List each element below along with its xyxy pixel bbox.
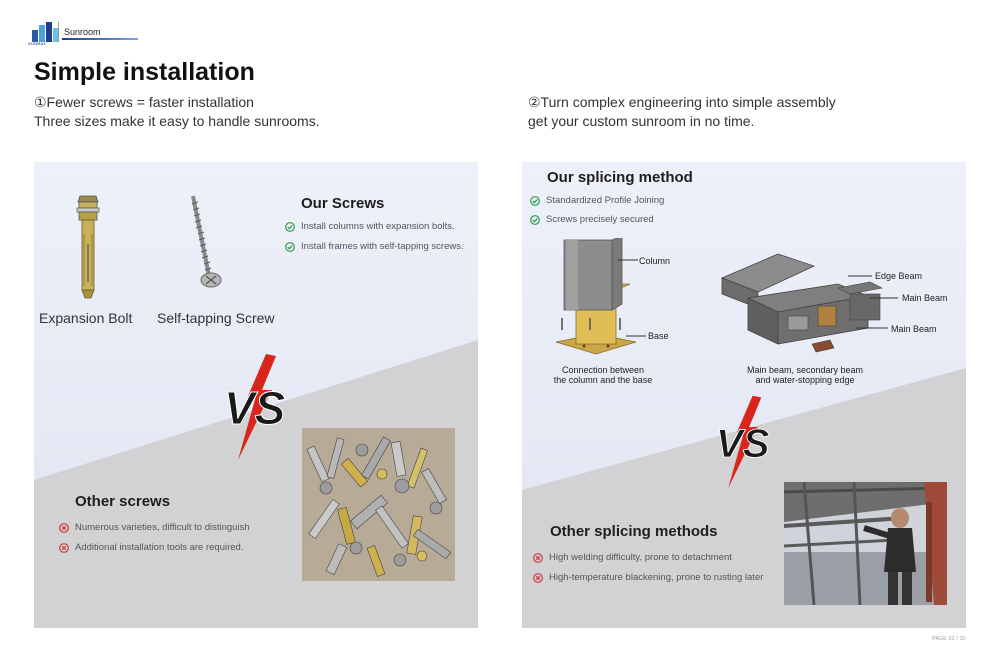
base-label: Base [648,331,669,341]
welding-photo [784,482,947,605]
sunray-logo [32,22,58,42]
intro-right-line-1: ②Turn complex engineering into simple as… [528,94,836,110]
other-splicing-heading: Other splicing methods [550,523,718,540]
intro-left-line-2: Three sizes make it easy to handle sunro… [34,113,320,129]
our-splicing-point-text: Screws precisely secured [546,214,654,225]
vs-emblem: VS [224,354,286,460]
logo-text: SUNRAY [28,41,47,46]
our-splicing-point: Standardized Profile Joining [530,195,664,206]
cross-icon [533,572,543,583]
our-splicing-point: Screws precisely secured [530,214,654,225]
caption-line: and water-stopping edge [755,375,855,385]
other-splicing-point-text: High welding difficulty, prone to detach… [549,552,732,563]
our-screws-point-text: Install columns with expansion bolts. [301,221,455,232]
our-screws-point-text: Install frames with self-tapping screws. [301,241,464,252]
self-tapping-screw-caption: Self-tapping Screw [157,310,275,326]
beam-assembly-caption: Main beam, secondary beam and water-stop… [730,365,880,385]
check-icon [530,195,540,206]
vs-text: VS [224,382,286,434]
check-icon [530,214,540,225]
other-splicing-point-text: High-temperature blackening, prone to ru… [549,572,764,583]
intro-right-line-2: get your custom sunroom in no time. [528,113,755,129]
other-screws-point: Additional installation tools are requir… [59,542,243,553]
vs-emblem: VS [716,395,770,489]
other-splicing-point: High-temperature blackening, prone to ru… [533,572,763,583]
cross-icon [533,552,543,563]
intro-right: ②Turn complex engineering into simple as… [528,93,836,131]
our-screws-point: Install frames with self-tapping screws. [285,241,464,252]
page-number: PAGE 31 / 32 [932,636,966,642]
splicing-comparison-panel: Our splicing method Standardized Profile… [522,162,966,628]
other-splicing-point: High welding difficulty, prone to detach… [533,552,732,563]
self-tapping-screw-image [191,195,222,288]
our-screws-point: Install columns with expansion bolts. [285,221,455,232]
other-screws-heading: Other screws [75,493,171,510]
main-beam-label: Main Beam [902,293,948,303]
caption-line: Connection between [561,365,645,375]
our-splicing-point-text: Standardized Profile Joining [546,195,665,206]
other-screws-point-text: Numerous varieties, difficult to disting… [75,522,250,533]
our-splicing-heading: Our splicing method [547,169,693,186]
check-icon [285,221,295,232]
caption-line: the column and the base [553,375,653,385]
vs-text: VS [716,421,770,466]
main-beam-label: Main Beam [891,324,937,334]
our-screws-heading: Our Screws [301,195,385,212]
screws-comparison-panel: Expansion Bolt Self-tapping Screw Our Sc… [34,162,478,628]
other-screws-point-text: Additional installation tools are requir… [75,542,244,553]
expansion-bolt-image [76,195,100,299]
column-pointer-line [618,259,638,261]
brand-underline [62,38,138,40]
base-pointer-line [626,335,646,337]
beam-assembly-illustration [720,253,883,353]
check-icon [285,241,295,252]
column-label: Column [639,256,671,266]
brand-name: Sunroom [64,27,101,37]
beam-pointer-lines [848,275,898,329]
intro-left-line-1: ①Fewer screws = faster installation [34,94,254,110]
intro-left: ①Fewer screws = faster installation Thre… [34,93,320,131]
header-divider [58,22,59,42]
edge-beam-label: Edge Beam [875,271,923,281]
other-screws-point: Numerous varieties, difficult to disting… [59,522,250,533]
expansion-bolt-caption: Expansion Bolt [39,310,133,326]
other-screws-photo [302,428,455,581]
caption-line: Main beam, secondary beam [746,365,864,375]
page-title: Simple installation [34,58,255,86]
cross-icon [59,542,69,553]
column-base-illustration [555,238,637,355]
cross-icon [59,522,69,533]
column-base-caption: Connection between the column and the ba… [538,365,668,385]
